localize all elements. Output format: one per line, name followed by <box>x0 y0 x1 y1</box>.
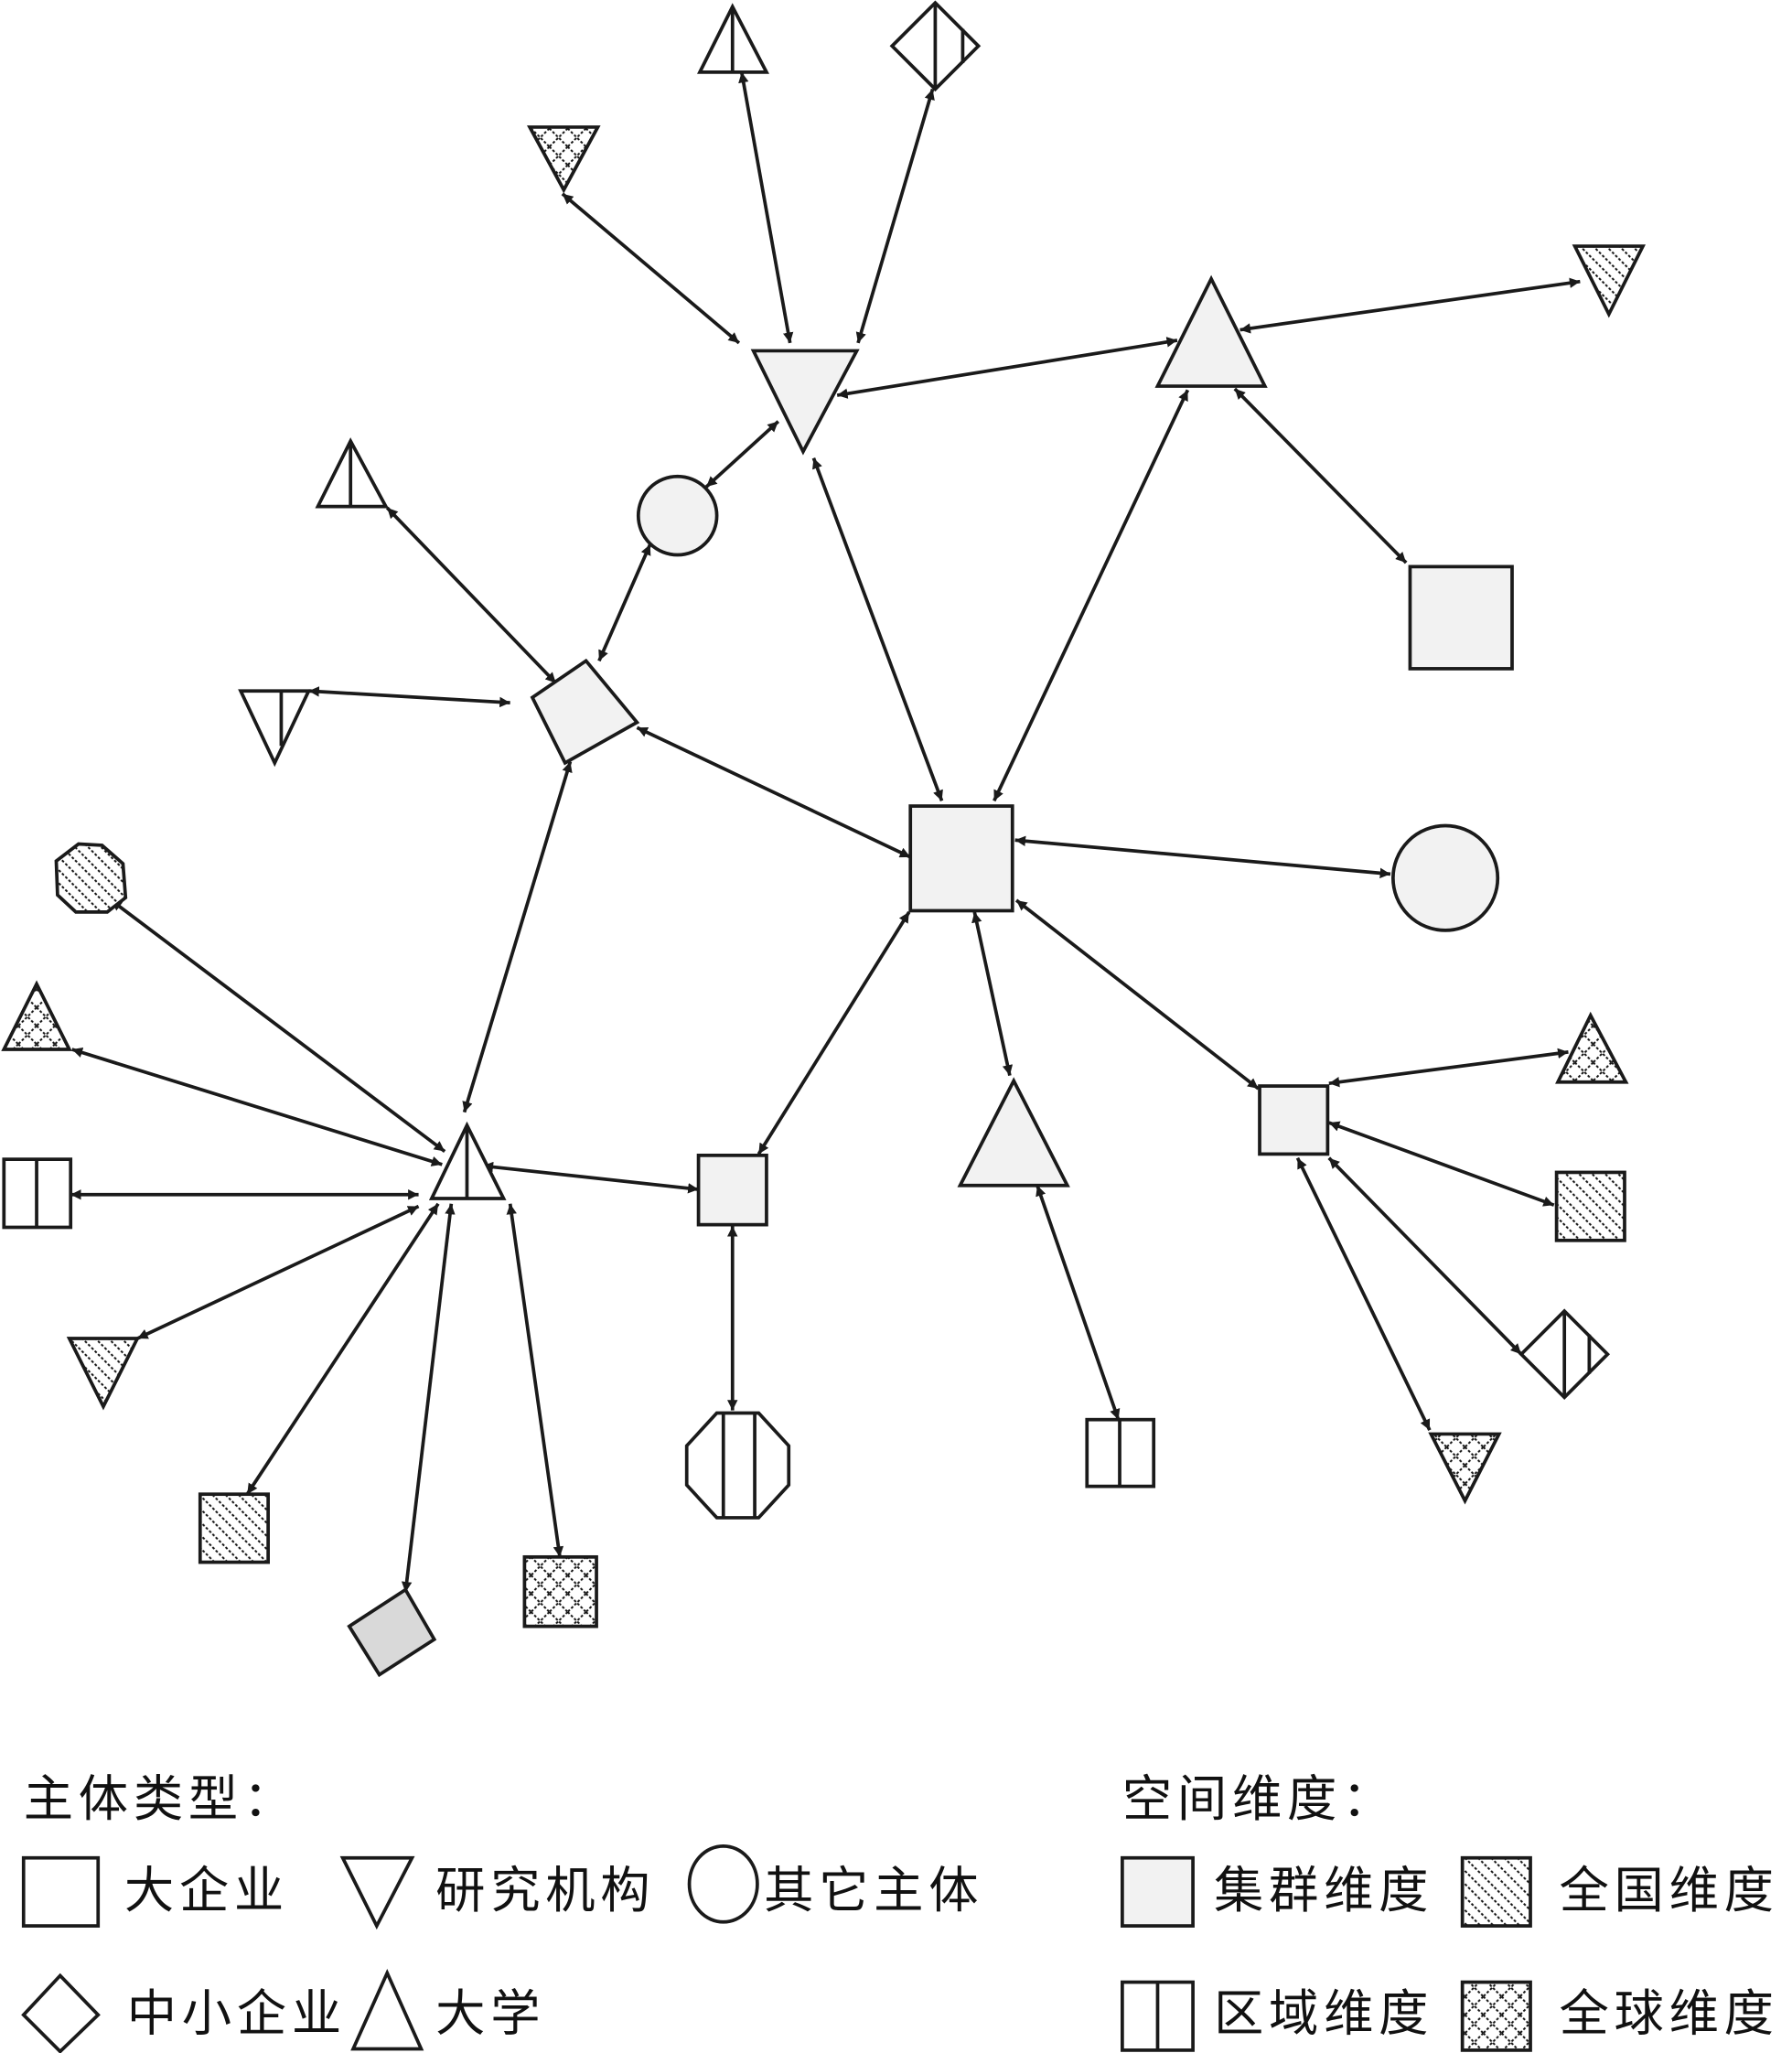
large-enterprise-regional-left-node <box>2 1157 73 1230</box>
legend-sme: 中小企业 <box>127 1984 347 2042</box>
bidirectional-link-arrow <box>245 1202 440 1496</box>
legend-large-enterprise: 大企业 <box>124 1862 289 1919</box>
bidirectional-link-arrow <box>855 88 935 344</box>
bidirectional-link-arrow <box>971 911 1014 1077</box>
bidirectional-link-arrow <box>506 1203 564 1558</box>
university-cluster-top-node <box>1154 274 1268 388</box>
legend-spatial-title: 空间维度： <box>1122 1770 1397 1828</box>
research-institute-global-top-node <box>526 125 601 194</box>
research-institute-cluster-node <box>750 349 860 456</box>
legend-square-icon <box>21 1855 101 1928</box>
sme-gray-bottom-node <box>347 1586 437 1678</box>
research-institute-national-lower-left-node <box>66 1337 141 1411</box>
other-actor-regional-bottom-node <box>684 1411 791 1520</box>
bidirectional-link-arrow <box>1328 1048 1569 1088</box>
legend: 主体类型： 空间维度： 大企业 研究机构 其它主体 中小企业 大学 集群维度 全… <box>21 1770 1778 2053</box>
bidirectional-link-arrow <box>811 457 944 801</box>
legend-university: 大学 <box>435 1984 545 2042</box>
large-enterprise-national-right-node <box>1554 1170 1626 1242</box>
nodes <box>1 0 1646 1678</box>
research-institute-national-right-node <box>1572 244 1646 318</box>
bidirectional-link-arrow <box>704 420 780 489</box>
legend-other-actor: 其它主体 <box>764 1862 983 1919</box>
bidirectional-link-arrow <box>1233 387 1408 564</box>
bidirectional-link-arrow <box>1327 1156 1523 1356</box>
edges <box>70 71 1581 1593</box>
bidirectional-link-arrow <box>757 910 911 1155</box>
bidirectional-link-arrow <box>1239 277 1581 334</box>
bidirectional-link-arrow <box>1295 1156 1432 1431</box>
university-global-right-node <box>1555 1011 1629 1084</box>
university-global-left-node <box>1 980 72 1051</box>
legend-research-institute: 研究机构 <box>435 1862 655 1919</box>
bidirectional-link-arrow <box>482 1161 699 1194</box>
bidirectional-link-arrow <box>636 726 912 859</box>
bidirectional-link-arrow <box>385 506 558 684</box>
legend-circle-icon <box>687 1843 759 1924</box>
legend-cluster: 集群维度 <box>1214 1862 1433 1919</box>
bidirectional-link-arrow <box>597 543 652 662</box>
sme-regional-top-node <box>889 0 982 92</box>
other-actor-national-left-node <box>54 842 128 914</box>
bidirectional-link-arrow <box>1035 1185 1121 1421</box>
legend-global-icon <box>1460 1980 1532 2052</box>
large-enterprise-national-bottom-node <box>198 1492 270 1564</box>
bidirectional-link-arrow <box>738 71 794 344</box>
bidirectional-link-arrow <box>136 1204 420 1340</box>
other-actor-cluster-small-node <box>636 474 719 557</box>
bidirectional-link-arrow <box>1014 898 1260 1091</box>
university-cluster-bottom-node <box>957 1077 1070 1188</box>
bidirectional-link-arrow <box>71 1047 443 1166</box>
legend-cluster-icon <box>1121 1855 1195 1928</box>
large-enterprise-cluster-small-left-node <box>696 1153 768 1227</box>
university-regional-hub-node <box>428 1121 507 1200</box>
research-institute-global-right-node <box>1428 1432 1502 1505</box>
bidirectional-link-arrow <box>836 337 1178 399</box>
research-institute-regional-left-node <box>238 689 312 768</box>
legend-actor-type-title: 主体类型： <box>24 1770 298 1828</box>
legend-down-triangle-icon <box>339 1855 415 1930</box>
bidirectional-link-arrow <box>308 686 510 708</box>
legend-national-icon <box>1460 1855 1532 1928</box>
legend-up-triangle-icon <box>350 1969 424 2051</box>
bidirectional-link-arrow <box>1014 835 1391 879</box>
legend-regional-icon <box>1121 1980 1195 2052</box>
bidirectional-link-arrow <box>561 192 741 345</box>
other-actor-cluster-right-node <box>1391 823 1500 932</box>
large-enterprise-cluster-hub-node <box>908 804 1014 913</box>
large-enterprise-cluster-right-node <box>1408 564 1514 671</box>
legend-global: 全球维度 <box>1559 1984 1778 2042</box>
university-regional-top-node <box>697 3 769 74</box>
large-enterprise-regional-bottom-node <box>1085 1417 1156 1489</box>
sme-regional-right-node <box>1518 1308 1611 1401</box>
large-enterprise-cluster-small-right-node <box>1258 1084 1330 1156</box>
legend-national: 全国维度 <box>1559 1862 1778 1919</box>
legend-regional: 区域维度 <box>1214 1984 1433 2042</box>
bidirectional-link-arrow <box>401 1203 456 1593</box>
legend-diamond-icon <box>21 1972 101 2053</box>
bidirectional-link-arrow <box>993 389 1190 802</box>
bidirectional-link-arrow <box>462 760 573 1113</box>
large-enterprise-global-bottom-node <box>522 1554 598 1628</box>
sme-cluster-node <box>530 658 640 766</box>
university-regional-left-node <box>315 437 389 509</box>
